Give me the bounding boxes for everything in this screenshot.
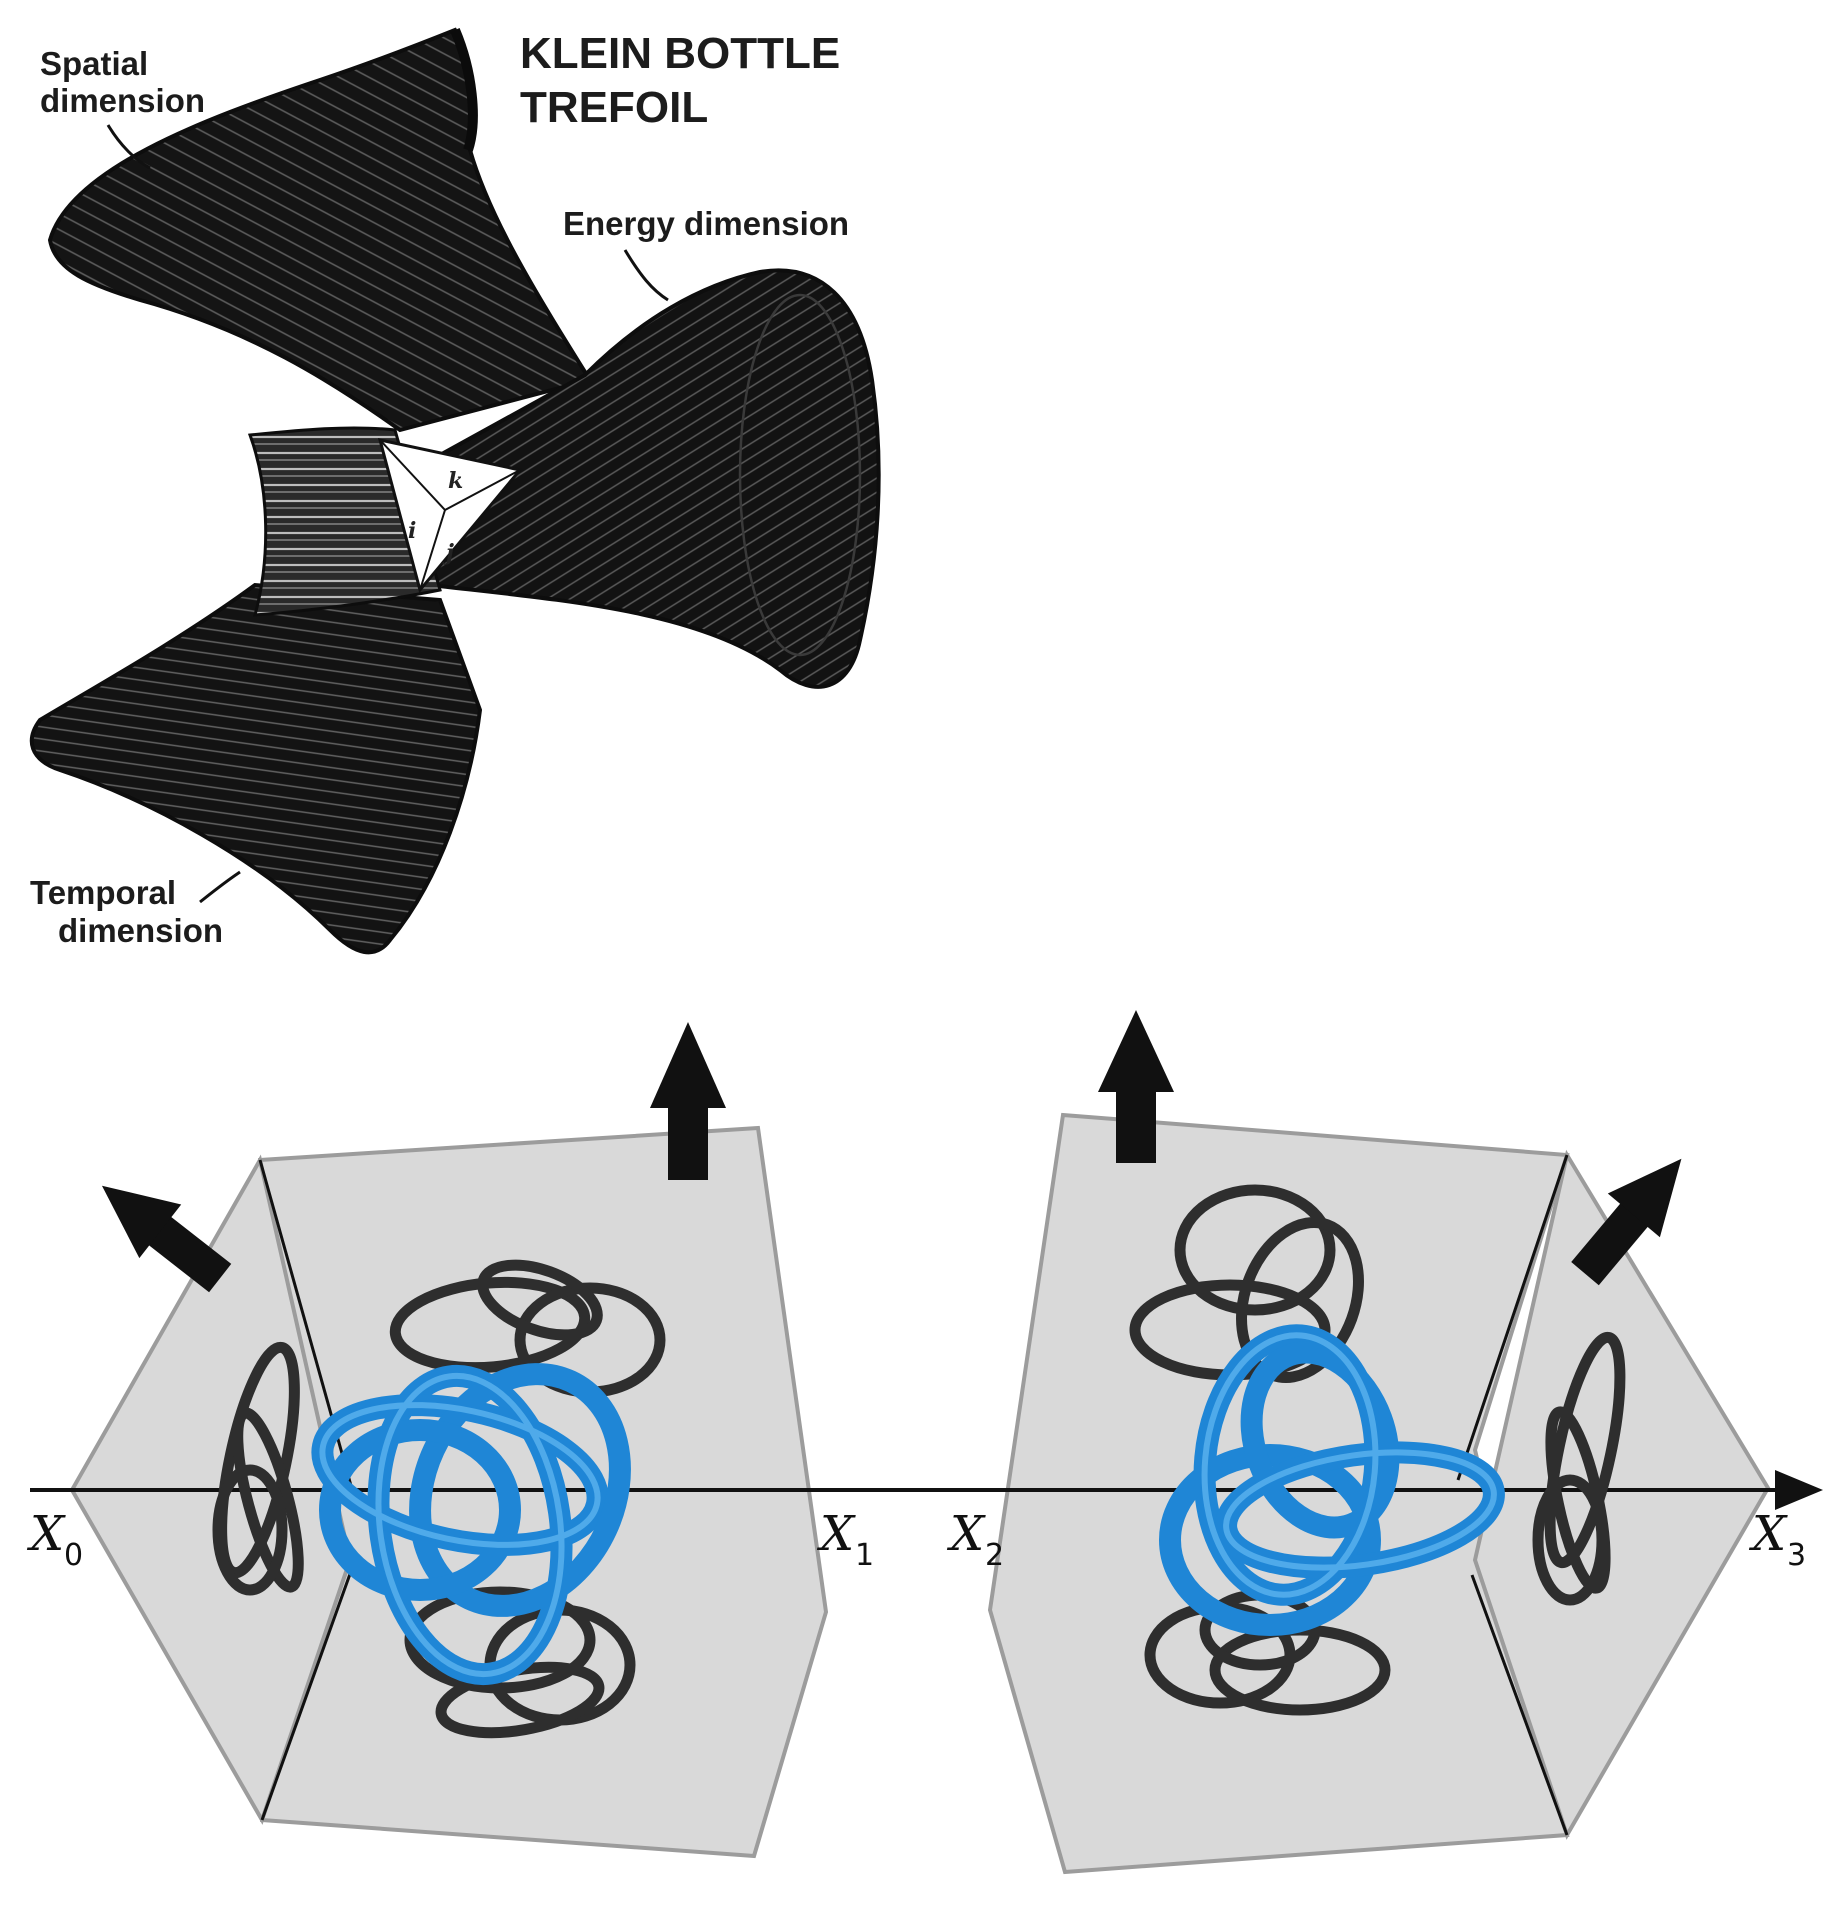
energy-leader-line (623, 249, 669, 302)
central-triangle: k i j (377, 438, 523, 594)
right-dark-knots (1129, 1184, 1626, 1716)
triangle-label-k: k (448, 468, 463, 494)
left-panel-arrow (650, 1022, 726, 1180)
right-fold-line-lower (1470, 1574, 1569, 1836)
figure-title-line2: TREFOIL (520, 83, 708, 132)
klein-bottle-trefoil-figure: k i j KLEIN BOTTLE TREFOIL Spatial dimen… (29, 27, 881, 955)
energy-lobe (427, 268, 881, 689)
figure-title-line1: KLEIN BOTTLE (520, 29, 840, 78)
left-side-arrow (101, 1185, 232, 1293)
left-blue-highlight (319, 1372, 601, 1678)
svg-text:1: 1 (855, 1538, 874, 1573)
axis-label-x2: X 2 (946, 1506, 1004, 1573)
right-blue-highlight (1201, 1332, 1497, 1598)
svg-text:X: X (816, 1506, 856, 1562)
temporal-leader-line (199, 870, 241, 904)
svg-text:3: 3 (1787, 1538, 1806, 1573)
temporal-label-line1: Temporal (30, 874, 176, 911)
left-fold-line-upper (258, 1159, 357, 1501)
triangle-label-i: i (408, 518, 416, 544)
spatial-label-line2: dimension (40, 82, 205, 119)
svg-text:0: 0 (64, 1538, 83, 1573)
temporal-lobe (29, 582, 483, 955)
axis-label-x0: X 0 (26, 1506, 83, 1573)
svg-text:2: 2 (985, 1538, 1004, 1573)
spatial-leader-line (106, 124, 151, 170)
svg-text:X: X (946, 1506, 986, 1562)
temporal-label-line2: dimension (58, 912, 223, 949)
right-side-arrow (1571, 1158, 1682, 1286)
right-fold-line-upper (1456, 1154, 1569, 1481)
spatial-lobe (47, 27, 594, 433)
energy-label: Energy dimension (563, 205, 849, 242)
axis-label-x3: X 3 (1748, 1506, 1806, 1573)
svg-text:X: X (26, 1506, 66, 1562)
svg-text:X: X (1748, 1506, 1788, 1562)
spatial-label-line1: Spatial (40, 45, 148, 82)
axis-label-x1: X 1 (816, 1506, 874, 1573)
right-panel-arrow (1098, 1010, 1174, 1163)
left-fold-line-lower (260, 1559, 357, 1821)
knot-panels-figure: X 0 X 1 X 2 X 3 (26, 1010, 1823, 1875)
